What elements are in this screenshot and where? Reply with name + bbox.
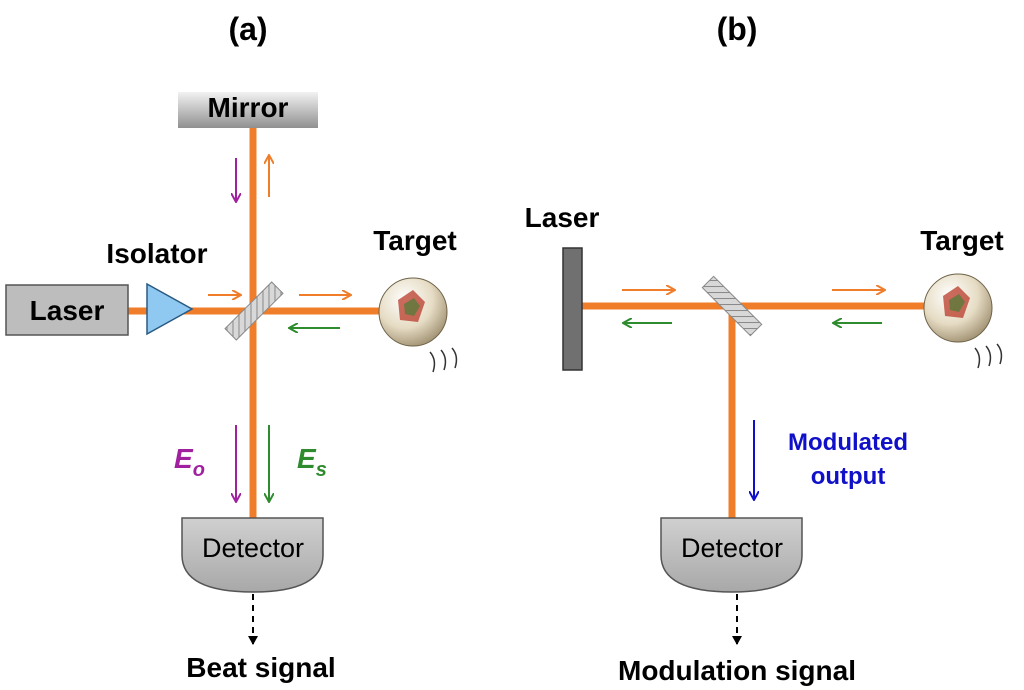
modulated-label-line1: Modulated bbox=[788, 429, 908, 456]
laser-label-b: Laser bbox=[525, 202, 600, 233]
target-icon bbox=[378, 277, 458, 373]
isolator-icon bbox=[146, 282, 194, 336]
mirror-label: Mirror bbox=[208, 92, 289, 123]
beat-signal-label: Beat signal bbox=[186, 652, 335, 683]
panel-a-label: (a) bbox=[228, 11, 267, 47]
panel-b: (b) Laser Target Modulated output De bbox=[525, 11, 1004, 686]
panel-b-label: (b) bbox=[717, 11, 758, 47]
laser-label: Laser bbox=[30, 295, 105, 326]
panel-a: (a) Mirror Laser Isolator Tar bbox=[5, 11, 458, 683]
modulation-signal-label: Modulation signal bbox=[618, 655, 856, 686]
isolator-label: Isolator bbox=[106, 238, 207, 269]
detector-b bbox=[660, 517, 803, 593]
target-label-b: Target bbox=[920, 225, 1004, 256]
laser-bar bbox=[562, 247, 583, 371]
mirror-block bbox=[178, 92, 318, 128]
laser-box bbox=[5, 284, 129, 336]
beam-splitter-b bbox=[701, 275, 763, 337]
detector-b-label: Detector bbox=[681, 533, 783, 563]
modulated-label-line2: output bbox=[811, 463, 886, 490]
es-label: Es bbox=[297, 443, 327, 481]
beam-splitter bbox=[224, 281, 284, 341]
detector-a bbox=[181, 517, 324, 593]
eo-label: Eo bbox=[174, 443, 205, 481]
detector-a-label: Detector bbox=[202, 533, 304, 563]
target-icon-b bbox=[923, 273, 1003, 369]
target-label-a: Target bbox=[373, 225, 457, 256]
